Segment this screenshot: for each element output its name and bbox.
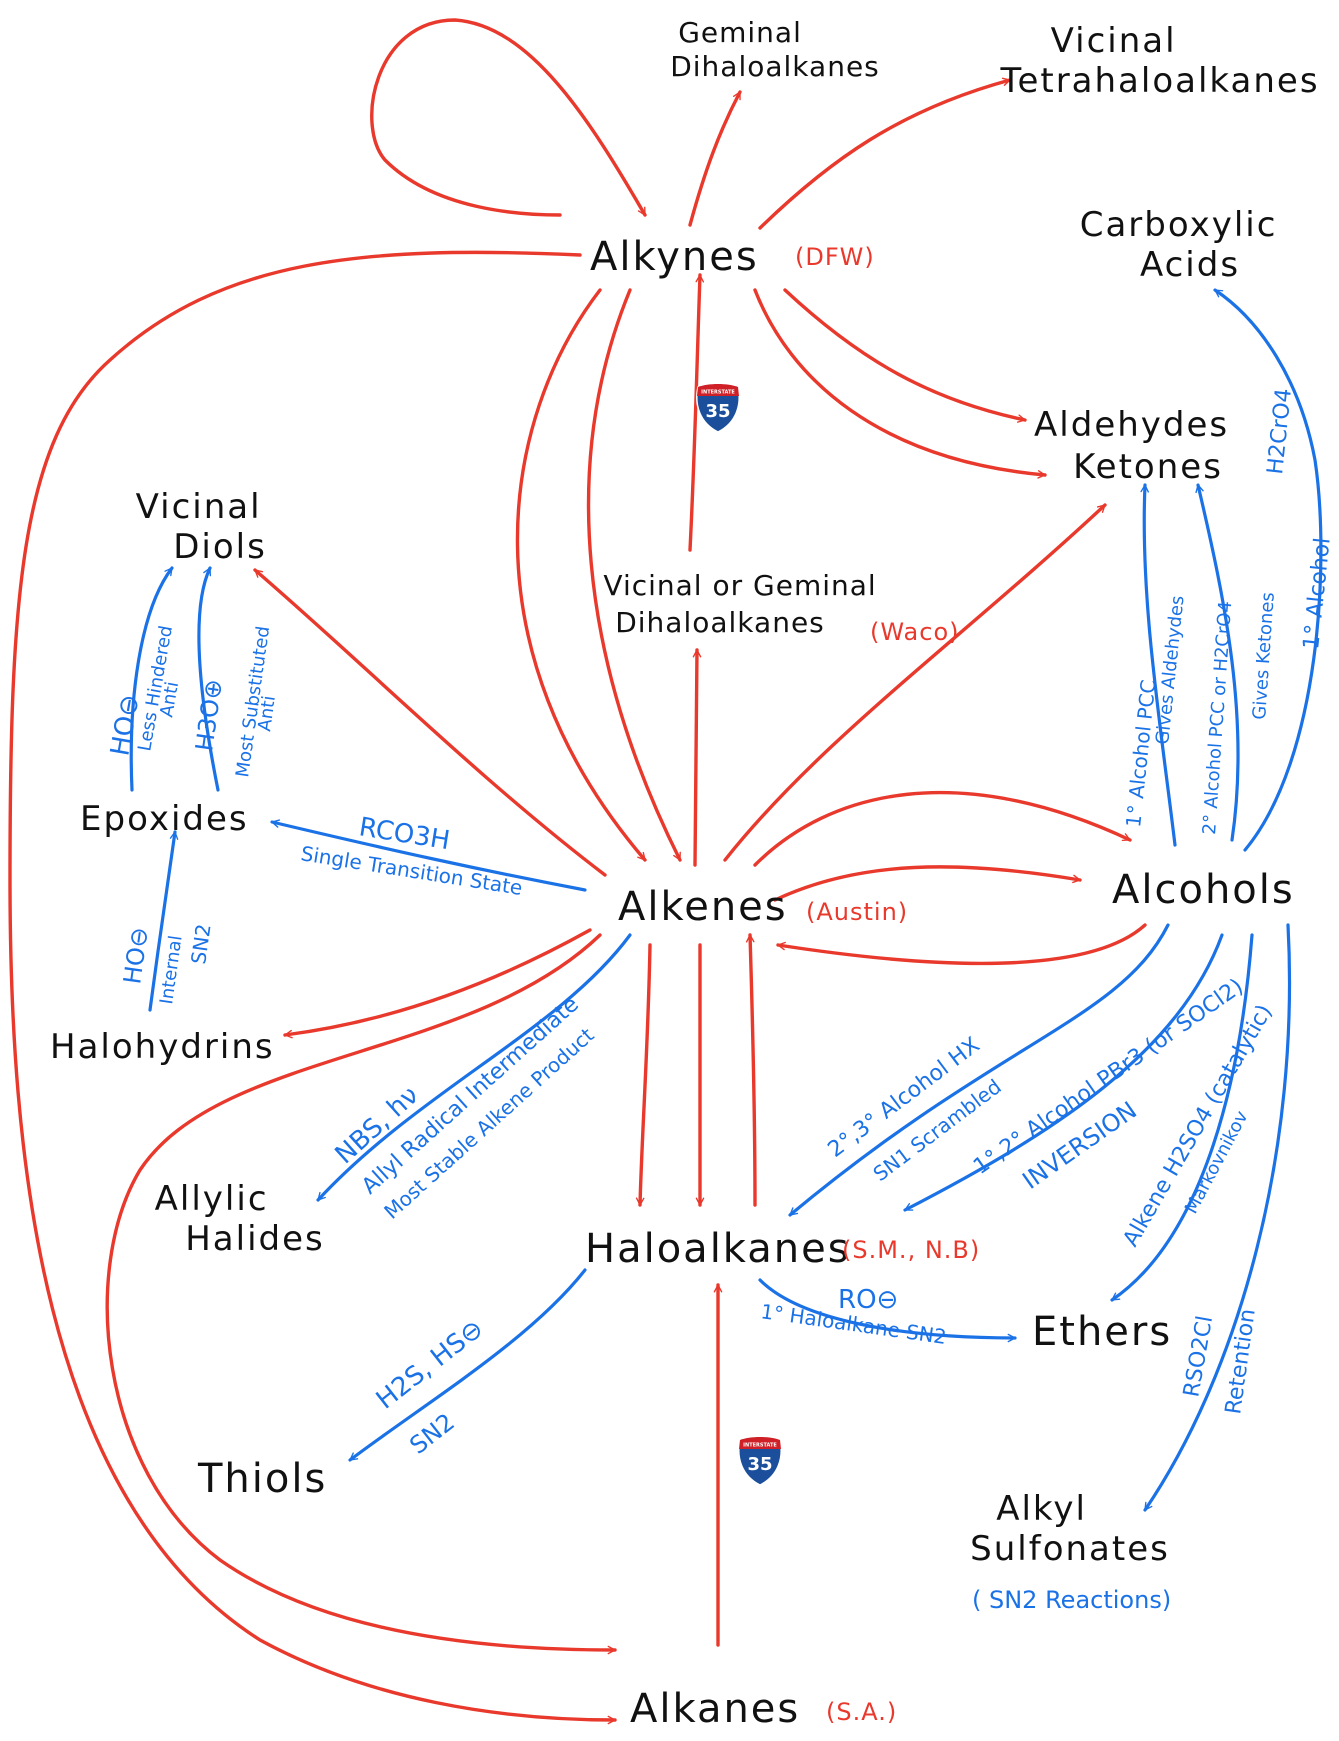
alkyne-to-alkene-arrow-right: [586, 288, 682, 862]
reagent-h3o-plus: H3O⊕: [190, 677, 228, 753]
alkyne-to-aldehyde-arrow-2: [753, 288, 1047, 479]
haloalkanes-node: Haloalkanes: [585, 1226, 851, 1272]
city-austin: (Austin): [806, 898, 908, 926]
svg-text:35: 35: [705, 401, 730, 422]
reagent-pcc-2-alcohol: 2° Alcohol PCC or H2CrO4: [1199, 600, 1236, 835]
note-most-stable-alkene: Most Stable Alkene Product: [379, 1023, 598, 1224]
halohydrin-to-epoxide-arrow: [148, 830, 179, 1012]
epoxide-to-diol-arrow-left: [129, 566, 174, 792]
alcohol-to-alkene-arrow: [776, 923, 1147, 966]
note-anti-right: Anti: [254, 694, 280, 732]
alkanes-node: Alkanes: [630, 1686, 800, 1732]
note-gives-ketones: Gives Ketones: [1249, 592, 1279, 721]
allylic-halides-node: Allylic Halides: [155, 1179, 325, 1259]
red-arrows: [8, 18, 1147, 1725]
haloalkane-to-alkene-arrow: [745, 933, 757, 1207]
city-sm-nb: (S.M., N.B): [842, 1236, 980, 1264]
thiols-node: Thiols: [197, 1456, 327, 1502]
alkyne-to-aldehyde-arrow-1: [783, 288, 1027, 423]
sn2-reactions-note: ( SN2 Reactions): [972, 1586, 1171, 1614]
svg-text:35: 35: [747, 1454, 772, 1475]
alkyne-to-alkane-arrow: [8, 250, 617, 1725]
ethers-node: Ethers: [1032, 1309, 1172, 1355]
halohydrins-node: Halohydrins: [50, 1027, 275, 1067]
alkene-to-allylic-halide-arrow: [316, 933, 632, 1202]
reagent-rco3h: RCO3H: [357, 812, 452, 856]
haloalkane-to-thiol-arrow: [348, 1268, 587, 1462]
alkyne-to-tetrahalo-arrow: [758, 77, 1012, 230]
dihalo-to-alkyne-arrow: [688, 273, 705, 552]
interstate-shield-top: INTERSTATE 35: [696, 383, 740, 433]
reagent-h2s-hs: H2S, HS⊖: [371, 1314, 490, 1416]
alkene-to-ether-arrow: [1110, 933, 1254, 1302]
city-waco: (Waco): [870, 618, 960, 646]
alkene-to-halohydrin-arrow: [283, 928, 592, 1039]
node-labels: Geminal Dihaloalkanes Vicinal Tetrahaloa…: [50, 16, 1319, 1732]
epoxides-node: Epoxides: [80, 799, 249, 839]
alkyne-to-alkene-arrow-left: [515, 288, 647, 862]
epoxide-to-diol-arrow-right: [197, 566, 220, 792]
alkenes-node: Alkenes: [618, 884, 788, 930]
vicinal-tetrahaloalkanes-node: Vicinal Tetrahaloalkanes: [999, 21, 1319, 101]
city-labels: (DFW) (Waco) (Austin) (S.M., N.B) (S.A.): [795, 243, 980, 1726]
note-internal: Internal: [156, 934, 186, 1006]
city-dfw: (DFW): [795, 243, 875, 271]
alkyne-to-geminal-arrow: [688, 90, 742, 227]
reagent-pbr3: 1°,2° Alcohol PBr3 (or SOCl2): [969, 974, 1248, 1180]
alcohol-to-haloalkane-pbr3-arrow: [903, 933, 1224, 1212]
haloalkane-to-ether-arrow: [758, 1278, 1017, 1343]
alcohols-node: Alcohols: [1112, 867, 1295, 913]
alkynes-node: Alkynes: [590, 234, 759, 280]
carboxylic-acids-node: Carboxylic Acids: [1080, 205, 1291, 285]
alkene-to-diol-arrow: [253, 568, 607, 877]
alcohol-to-aldehyde-pcc-arrow: [1140, 483, 1177, 847]
reagent-pcc-1-alcohol: 1° Alcohol PCC: [1121, 678, 1160, 828]
note-gives-aldehydes: Gives Aldehydes: [1152, 595, 1189, 746]
alkene-to-haloalkane-arrow-1: [635, 943, 652, 1207]
vicinal-geminal-dihaloalkanes-node: Vicinal or Geminal Dihaloalkanes: [603, 569, 886, 639]
reagent-h2cro4: H2CrO4: [1263, 387, 1297, 475]
blue-arrows: [129, 288, 1323, 1512]
alkene-to-aldehyde-arrow: [723, 503, 1107, 862]
reagent-ho-minus-internal: HO⊖: [118, 925, 154, 985]
alcohol-to-haloalkane-hx-arrow: [788, 923, 1170, 1217]
alcohol-to-sulfonate-arrow: [1143, 923, 1292, 1512]
alcohol-to-carboxylic-acid-arrow: [1213, 288, 1323, 852]
alkyl-sulfonates-node: Alkyl Sulfonates: [970, 1489, 1170, 1569]
interstate-shield-bottom: INTERSTATE 35: [738, 1436, 782, 1486]
note-sn2-internal: SN2: [186, 922, 215, 965]
note-1-alcohol-acid: 1° Alcohol: [1299, 536, 1336, 650]
alkene-to-dihalo-arrow: [692, 648, 702, 867]
alkene-to-alkane-arrow: [105, 933, 617, 1655]
svg-text:INTERSTATE: INTERSTATE: [701, 390, 735, 396]
geminal-dihaloalkanes-node: Geminal Dihaloalkanes: [670, 16, 880, 83]
alcohol-to-ketone-arrow: [1195, 483, 1240, 842]
vicinal-diols-node: Vicinal Diols: [136, 487, 275, 567]
alkene-to-alcohol-arrow-2: [773, 865, 1082, 902]
city-sa: (S.A.): [826, 1698, 897, 1726]
alkene-to-epoxide-arrow: [270, 819, 587, 892]
alkyne-self-loop-arrow: [370, 18, 647, 217]
alkene-to-alcohol-arrow-1: [753, 790, 1132, 867]
aldehydes-ketones-node: Aldehydes Ketones: [1034, 405, 1242, 487]
note-retention: Retention: [1221, 1307, 1261, 1416]
reagent-ro-minus: RO⊖: [838, 1285, 898, 1315]
svg-text:INTERSTATE: INTERSTATE: [743, 1443, 777, 1449]
